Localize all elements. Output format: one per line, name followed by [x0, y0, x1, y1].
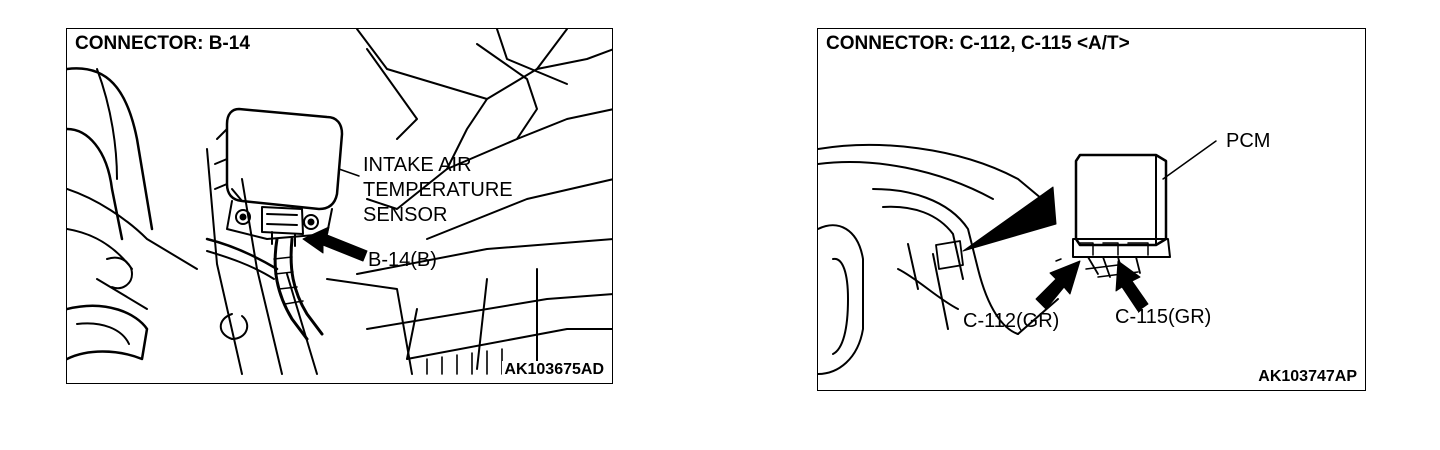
- figure-connector-c112-c115: CONNECTOR: C-112, C-115 <A/T> PCM C-112(…: [817, 28, 1366, 391]
- connector-right-label: C-115(GR): [1115, 306, 1212, 328]
- component-label-line1: INTAKE AIR: [363, 154, 472, 176]
- engine-bay-illustration: [67, 29, 612, 375]
- figure-code: AK103675AD: [502, 361, 606, 379]
- connector-label: B-14(B): [368, 249, 437, 271]
- figure-title: CONNECTOR: B-14: [75, 33, 254, 57]
- figure-code: AK103747AP: [1256, 368, 1359, 386]
- component-label-line2: TEMPERATURE: [363, 179, 513, 201]
- connector-left-label: C-112(GR): [963, 310, 1060, 332]
- component-label-line3: SENSOR: [363, 204, 448, 226]
- figure-connector-b14: CONNECTOR: B-14 INTAKE AIR TEMPERATURE S…: [66, 28, 613, 384]
- figure-title: CONNECTOR: C-112, C-115 <A/T>: [826, 33, 1134, 57]
- dashboard-pcm-illustration: [818, 140, 1217, 375]
- module-label: PCM: [1226, 130, 1271, 152]
